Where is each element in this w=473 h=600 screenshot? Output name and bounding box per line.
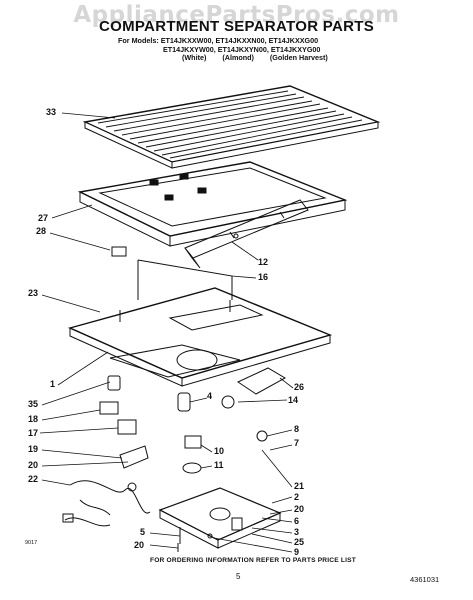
callout-5: 5	[140, 527, 146, 537]
callout-26: 26	[294, 382, 305, 392]
callout-20-c: 20	[134, 540, 145, 550]
callout-17: 17	[28, 428, 39, 438]
document-number: 4361031	[410, 575, 440, 584]
damper-part	[236, 367, 287, 395]
screws	[177, 527, 213, 552]
color-almond: (Almond)	[222, 53, 254, 63]
separator-pan	[67, 287, 333, 387]
callout-4: 4	[207, 391, 213, 401]
callout-27: 27	[38, 213, 49, 223]
callout-35: 35	[28, 399, 39, 409]
bottom-housing	[158, 487, 282, 549]
callout-21: 21	[294, 481, 305, 491]
callout-25: 25	[294, 537, 305, 547]
model-colors: (White) (Almond) (Golden Harvest)	[118, 54, 342, 63]
callout-11: 11	[214, 460, 224, 470]
callout-18: 18	[28, 414, 39, 424]
heater-wire	[137, 259, 233, 300]
wiring-harness	[62, 480, 151, 527]
callout-8: 8	[294, 424, 300, 434]
page-number: 5	[236, 572, 241, 581]
model-line-2: ET14JKXYW00, ET14JKXYN00, ET14JKXYG00	[163, 44, 321, 54]
model-line-1: For Models: ET14JKXXW00, ET14JKXXN00, ET…	[118, 36, 319, 45]
callout-1: 1	[50, 379, 56, 389]
color-white: (White)	[182, 53, 207, 63]
callout-14: 14	[288, 395, 299, 405]
callout-33: 33	[46, 107, 57, 117]
callout-7: 7	[294, 438, 300, 448]
callout-22: 22	[28, 474, 39, 484]
ordering-note: FOR ORDERING INFORMATION REFER TO PARTS …	[150, 557, 356, 564]
callout-12: 12	[258, 257, 269, 267]
callout-28: 28	[36, 226, 47, 236]
callout-16: 16	[258, 272, 269, 282]
callout-9: 9	[294, 547, 300, 557]
callout-20-a: 20	[28, 460, 39, 470]
callout-10: 10	[214, 446, 225, 456]
callout-20-b: 20	[294, 504, 305, 514]
callout-2: 2	[294, 492, 300, 502]
callout-3: 3	[294, 527, 300, 537]
page-title: COMPARTMENT SEPARATOR PARTS	[98, 18, 375, 35]
watermark: AppliancePartsPros.com	[73, 2, 400, 28]
shelf-grille	[82, 85, 381, 169]
callout-19: 19	[28, 444, 39, 454]
mullion-bar	[184, 199, 309, 269]
diagram-code: 9017	[25, 540, 38, 546]
model-list: For Models: ET14JKXXW00, ET14JKXXN00, ET…	[118, 36, 342, 63]
callout-23: 23	[28, 288, 39, 298]
leader-lines	[39, 112, 294, 553]
control-parts	[99, 375, 268, 474]
separator-frame	[77, 161, 348, 247]
clip-part	[111, 246, 127, 257]
callout-6: 6	[294, 516, 300, 526]
color-golden: (Golden Harvest)	[269, 53, 328, 63]
